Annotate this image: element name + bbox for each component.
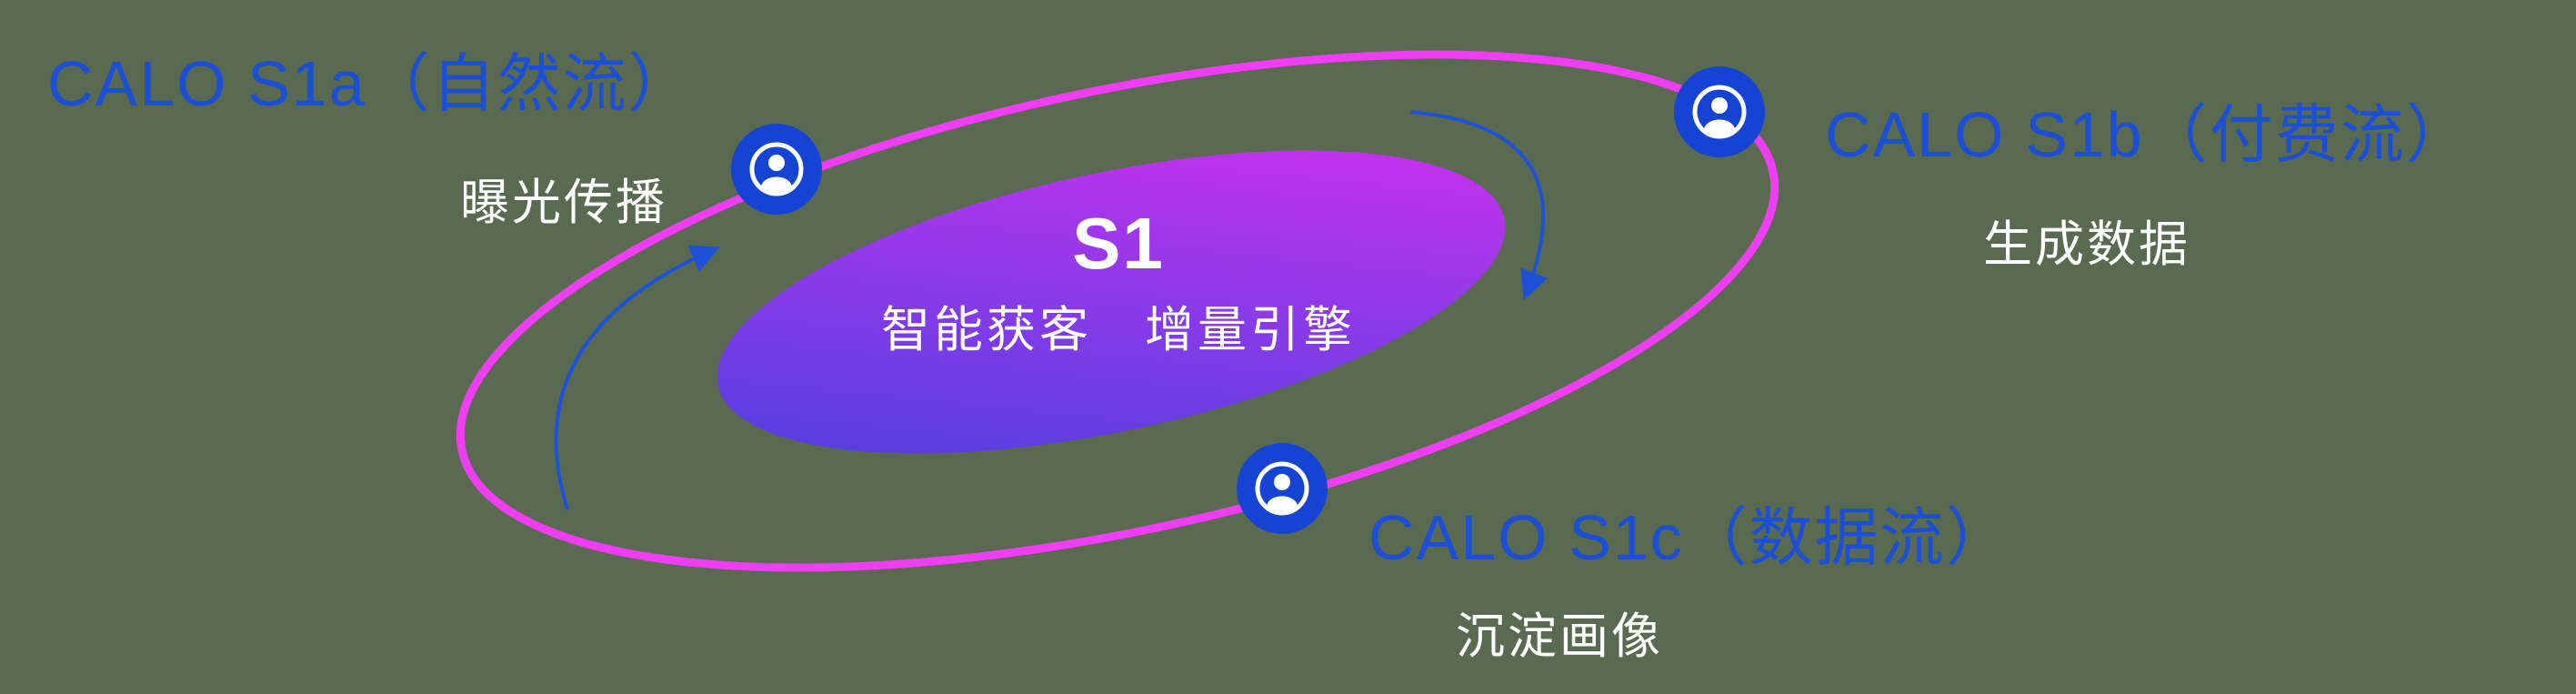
flow-arrow-right: [1409, 110, 1549, 300]
orbit-ring: [456, 50, 1779, 572]
core-ellipse: [717, 150, 1506, 454]
node-sublabel-s1c: 沉淀画像: [1456, 609, 1663, 664]
node-label-s1c: CALO S1c（数据流）: [1368, 502, 2011, 573]
flow-arrow-left: [554, 245, 720, 510]
center-title: S1: [1072, 203, 1165, 284]
center-subtitle: 智能获客 增量引擎: [881, 303, 1356, 357]
node-sublabel-s1b: 生成数据: [1983, 217, 2190, 272]
user-icon: [1237, 443, 1328, 534]
node-label-s1b: CALO S1b（付费流）: [1825, 99, 2471, 170]
node-label-s1a: CALO S1a（自然流）: [47, 48, 694, 119]
user-icon: [731, 124, 822, 215]
user-icon-svg: [731, 124, 822, 215]
user-icon-svg: [1237, 443, 1328, 534]
user-icon-svg: [1674, 66, 1765, 157]
user-icon: [1674, 66, 1765, 157]
node-sublabel-s1a: 曝光传播: [460, 176, 667, 230]
